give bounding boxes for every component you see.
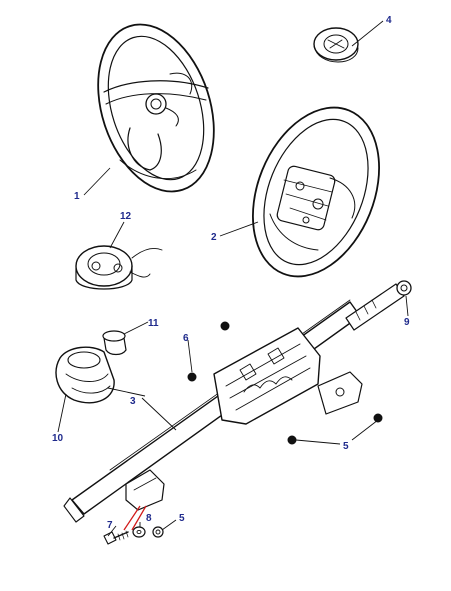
callout-10: 10 [52,433,64,444]
nut-part-9 [396,280,412,296]
nut-part-5 [152,413,383,538]
washer-part-8 [132,526,146,538]
steering-column-part-3 [63,283,405,523]
highlight-line [123,505,147,531]
nut-part-6 [187,321,230,382]
leader-lines [57,20,409,537]
callout-1: 1 [74,191,80,202]
callout-6: 6 [183,333,189,344]
callout-11: 11 [148,318,159,329]
column-boot-part-10 [55,346,115,404]
bolt-part-7 [103,530,129,545]
callout-7: 7 [107,520,113,531]
callout-5a: 5 [343,441,349,452]
callout-12: 12 [120,211,132,222]
callout-8: 8 [146,513,152,524]
horn-pad-part-4 [313,27,359,63]
callout-3: 3 [130,396,136,407]
clock-spring-part-12 [75,245,163,290]
callout-5b: 5 [179,513,185,524]
steering-wheel-part-2 [252,106,380,278]
callout-labels: 1 2 3 4 5 5 6 7 8 9 10 11 12 [52,15,410,531]
callout-4: 4 [386,15,392,26]
steering-wheel-part-1 [97,23,215,193]
callout-9: 9 [404,317,410,328]
cap-part-11 [102,330,127,356]
callout-2: 2 [211,232,217,243]
